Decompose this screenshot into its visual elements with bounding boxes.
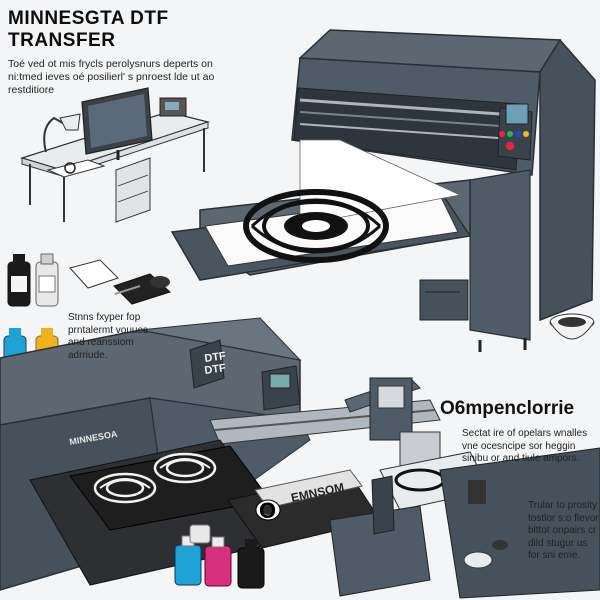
page-title-line2: TRANSFER	[8, 30, 116, 51]
section3-caption: Trular to prosity tostlor s:o flevor blt…	[528, 500, 599, 561]
large-dtf-printer-illustration	[170, 29, 596, 352]
printer-badge-line2: DTF	[204, 362, 227, 377]
film-roll-illustration	[69, 259, 171, 305]
desk-workstation-illustration	[19, 87, 211, 223]
bowl-with-transfer-illustration	[549, 313, 595, 340]
ink-bottles-bottom	[174, 524, 265, 589]
intro-paragraph: Toé ved ot mis frycls perolysnurs depert…	[8, 58, 215, 96]
page-title: MINNESGTA DTF TRANSFER	[8, 8, 169, 52]
sheet-letter: O	[259, 498, 276, 523]
page-title-line1: MINNESGTA DTF	[8, 8, 169, 29]
heat-press-illustration	[329, 377, 600, 599]
section2-caption: Sectat ire of opelars wnalles vne ocesnc…	[462, 428, 588, 464]
section2-heading: O6mpenclorrie	[440, 398, 575, 419]
inks-caption: Stnns fxyper fop prntalermt vouues and r…	[68, 312, 149, 361]
printer-badge-line1: DTF	[204, 350, 227, 365]
